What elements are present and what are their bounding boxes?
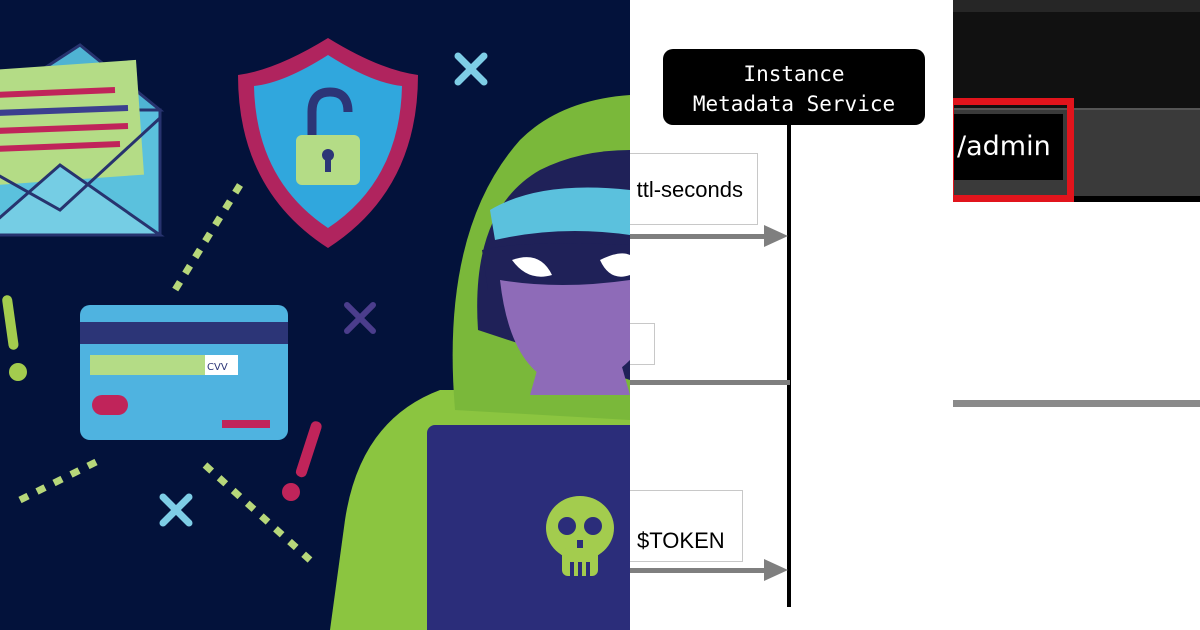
cross-icon <box>159 493 193 527</box>
cross-icon <box>344 302 376 334</box>
content-divider <box>953 400 1200 407</box>
cross-icon <box>454 52 488 86</box>
laptop-icon <box>427 425 630 630</box>
content-area <box>953 202 1200 400</box>
exclamation-icon <box>2 295 27 381</box>
path-input[interactable]: /admin <box>953 114 1063 180</box>
exclamation-icon <box>282 421 322 501</box>
message-box-response <box>630 323 655 365</box>
illustration-svg: CVV <box>0 38 630 630</box>
imds-lifeline <box>787 125 791 607</box>
path-input-text: /admin <box>957 131 1051 162</box>
sequence-diagram: Instance Metadata Service ttl-seconds $T… <box>630 0 953 630</box>
imds-header-line1: Instance <box>743 62 845 86</box>
highlight-box <box>953 98 1074 202</box>
dashed-lines <box>18 183 313 563</box>
cyber-illustration: CVV <box>0 0 630 630</box>
skull-icon <box>546 496 614 576</box>
credit-card-icon: CVV <box>80 305 288 440</box>
shield-lock-icon <box>238 38 418 248</box>
envelope-icon <box>0 43 165 237</box>
message-token-text: $TOKEN <box>637 528 725 553</box>
imds-header: Instance Metadata Service <box>663 49 925 125</box>
content-area-lower <box>953 407 1200 630</box>
window-titlebar <box>953 0 1200 12</box>
card-cvv-label: CVV <box>207 362 228 373</box>
response-line <box>630 380 790 385</box>
message-box-token: $TOKEN <box>630 490 743 562</box>
app-screenshot-fragment: /admin <box>953 0 1200 630</box>
token-arrow <box>630 568 766 573</box>
message-box-ttl: ttl-seconds <box>630 153 758 225</box>
imds-header-line2: Metadata Service <box>692 92 896 116</box>
dark-header <box>953 12 1200 108</box>
request-arrowhead <box>764 225 788 247</box>
request-arrow <box>630 234 766 239</box>
message-ttl-text: ttl-seconds <box>636 177 743 202</box>
token-arrowhead <box>764 559 788 581</box>
